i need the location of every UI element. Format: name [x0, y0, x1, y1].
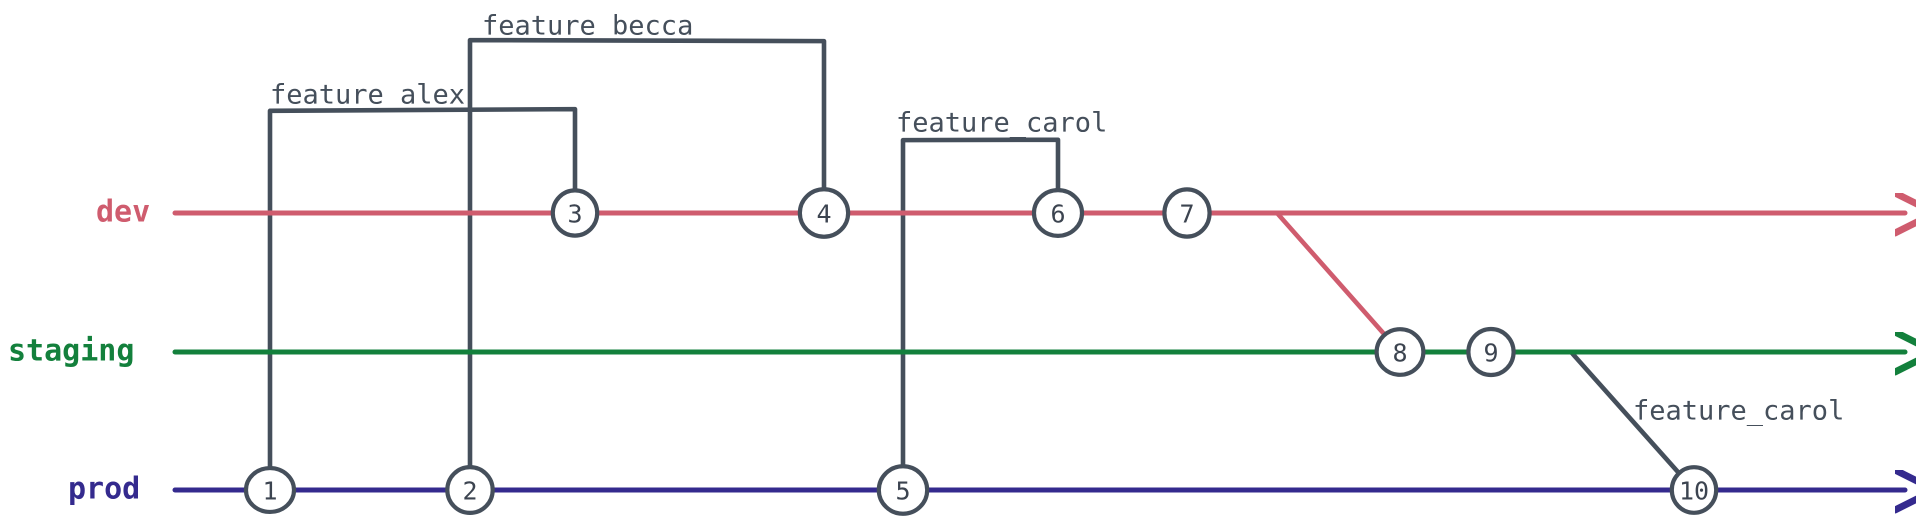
- feature-branch-label-feature_alex: feature_alex: [270, 80, 465, 111]
- commit-circle: [1031, 188, 1085, 238]
- commit-circle: [550, 188, 600, 238]
- commit-node-9[interactable]: 9: [1466, 326, 1516, 378]
- feature-branch-feature_alex: [267, 106, 578, 493]
- commit-node-1[interactable]: 1: [243, 465, 297, 515]
- feature-branch-layer: [267, 37, 1061, 493]
- feature-branch-path: [900, 137, 1061, 493]
- commit-number: 7: [1179, 200, 1194, 229]
- commit-number: 9: [1483, 339, 1498, 368]
- commit-number: 4: [816, 200, 831, 229]
- commit-circle: [1374, 327, 1426, 377]
- branch-line-layer: [172, 213, 1905, 490]
- commit-circle: [1162, 187, 1212, 239]
- feature-branch-label-feature_becca: feature_becca: [482, 11, 693, 42]
- branch-label-prod[interactable]: prod: [68, 472, 140, 507]
- commit-circle: [1669, 465, 1719, 515]
- commit-node-4[interactable]: 4: [797, 187, 851, 239]
- merge-edge-staging-to-prod: [1568, 349, 1697, 493]
- commit-node-2[interactable]: 2: [445, 465, 495, 515]
- commit-circle: [243, 465, 297, 515]
- label-layer: feature_alexfeature_beccafeature_carolfe…: [8, 11, 1844, 507]
- commit-number: 6: [1050, 200, 1065, 229]
- commit-number: 1: [262, 477, 277, 506]
- commit-node-3[interactable]: 3: [550, 188, 600, 238]
- commit-node-7[interactable]: 7: [1162, 187, 1212, 239]
- merge-label-staging-to-prod: feature_carol: [1633, 396, 1844, 427]
- branch-label-dev[interactable]: dev: [96, 195, 150, 230]
- commit-node-6[interactable]: 6: [1031, 188, 1085, 238]
- feature-branch-path: [267, 106, 578, 493]
- commit-node-8[interactable]: 8: [1374, 327, 1426, 377]
- branch-label-staging[interactable]: staging: [8, 334, 134, 369]
- commit-node-layer: 1 2 3 4 5 6 7 8 9 10: [243, 187, 1719, 516]
- commit-circle: [797, 187, 851, 239]
- commit-node-5[interactable]: 5: [876, 464, 930, 516]
- commit-node-10[interactable]: 10: [1669, 465, 1719, 515]
- merge-edge-dev-to-staging: [1274, 210, 1403, 355]
- commit-number: 2: [462, 477, 477, 506]
- commit-number: 10: [1679, 477, 1709, 506]
- commit-number: 8: [1392, 339, 1407, 368]
- commit-number: 5: [895, 477, 910, 506]
- commit-circle: [1466, 326, 1516, 378]
- merge-edge-layer: [1274, 210, 1697, 493]
- feature-branch-label-feature_carol: feature_carol: [896, 108, 1107, 139]
- feature-branch-path: [467, 37, 827, 493]
- feature-branch-feature_becca: [467, 37, 827, 493]
- commit-circle: [876, 464, 930, 516]
- commit-circle: [445, 465, 495, 515]
- feature-branch-feature_carol: [900, 137, 1061, 493]
- commit-number: 3: [567, 200, 582, 229]
